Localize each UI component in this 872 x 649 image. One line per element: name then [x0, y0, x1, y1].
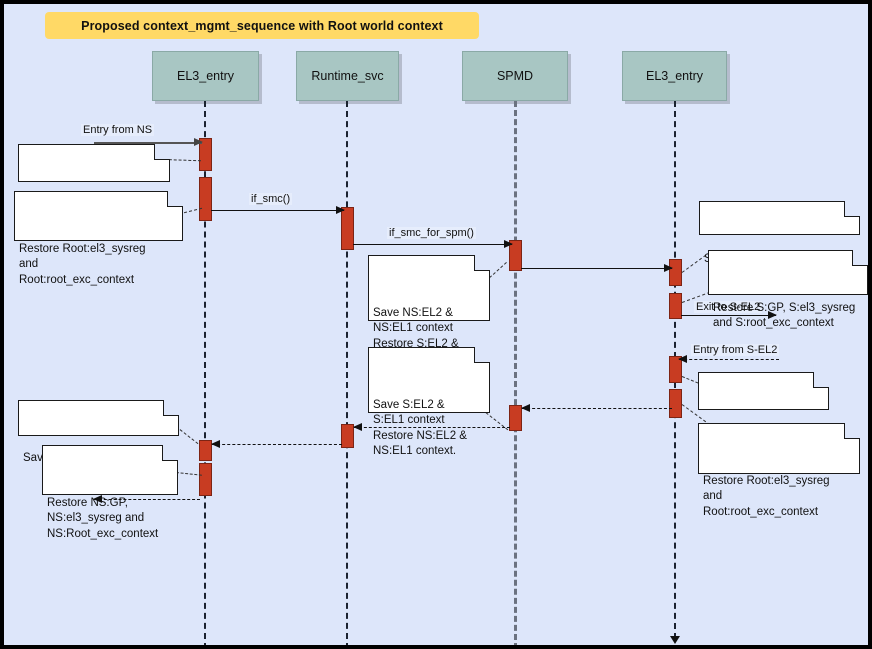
- message-line: [521, 268, 672, 269]
- note-restore-root-el3-sysreg-left: Restore Root:el3_sysreg and Root:root_ex…: [14, 191, 183, 286]
- message-line: [94, 142, 202, 144]
- activation-bar-runtime-svc-2: [341, 424, 354, 448]
- note-fold-cut: [475, 255, 490, 270]
- note-fold-cut: [845, 201, 860, 216]
- message-line: [94, 499, 200, 500]
- activation-bar-runtime-svc-1: [341, 207, 354, 250]
- message-line: [354, 427, 510, 428]
- note-fold-cut: [845, 423, 860, 438]
- note-save-s-gp: Save S:GP and S:root_exc_context: [698, 372, 829, 451]
- activation-bar-el3-left-4: [199, 463, 212, 496]
- note-text: Save S:EL2 & S:EL1 context Restore NS:EL…: [373, 398, 467, 458]
- message-label-entry-from-s-el2: Entry from S-EL2: [691, 344, 780, 356]
- activation-bar-el3-right-2: [669, 293, 682, 319]
- lifeline-header-label: Runtime_svc: [311, 69, 384, 83]
- note-fold-cut: [168, 191, 183, 206]
- activation-bar-el3-left-3: [199, 440, 212, 461]
- note-fold-cut: [155, 144, 170, 159]
- arrowhead-left-icon: [353, 422, 362, 431]
- activation-bar-el3-left-2: [199, 177, 212, 221]
- message-label-if-smc: if_smc(): [249, 193, 293, 205]
- note-restore-root-el3-sysreg-right: Restore Root:el3_sysreg and Root:root_ex…: [698, 423, 860, 518]
- note-fold-cut: [164, 400, 179, 415]
- activation-bar-spmd-2: [509, 405, 522, 431]
- arrowhead-right-icon: [336, 205, 345, 214]
- lifeline-header-label: EL3_entry: [177, 69, 234, 83]
- activation-bar-el3-right-3: [669, 356, 682, 383]
- note-text: Restore NS:GP, NS:el3_sysreg and NS:Root…: [47, 496, 159, 540]
- lifeline-el3-entry-left: [204, 101, 206, 645]
- diagram-title-banner: Proposed context_mgmt_sequence with Root…: [45, 12, 479, 39]
- message-line: [353, 244, 512, 245]
- note-save-ns-gp: Save NS:GP and NS:Root_exc_context: [18, 144, 170, 223]
- message-label-if-smc-for-spm: if_smc_for_spm(): [387, 227, 476, 239]
- message-label-exit-to-s-el2: Exit to S-EL2: [694, 301, 763, 313]
- note-fold-cut: [163, 445, 178, 460]
- arrowhead-right-icon: [504, 239, 513, 248]
- arrowhead-right-icon: [768, 310, 777, 319]
- note-text: Restore S:GP, S:el3_sysreg and S:root_ex…: [713, 301, 856, 330]
- note-save-s-el2-restore-ns-el2: Save S:EL2 & S:EL1 context Restore NS:EL…: [368, 347, 490, 457]
- lifeline-header-el3-entry-right[interactable]: EL3_entry: [622, 51, 727, 101]
- arrowhead-left-icon: [211, 439, 220, 448]
- message-line: [522, 408, 672, 409]
- arrowhead-left-icon: [521, 403, 530, 412]
- lifeline-header-el3-entry-left[interactable]: EL3_entry: [152, 51, 259, 101]
- message-line: [212, 444, 342, 445]
- note-text: Restore Root:el3_sysreg and Root:root_ex…: [703, 474, 830, 518]
- note-leader-n10: [175, 472, 202, 476]
- note-leader-n9: [175, 426, 199, 445]
- lifeline-header-label: SPMD: [496, 69, 534, 83]
- arrowhead-right-icon: [194, 137, 203, 146]
- lifeline-spmd: [514, 101, 517, 645]
- lifeline-header-label: EL3_entry: [646, 69, 703, 83]
- message-line: [681, 315, 776, 316]
- note-save-root-exc-context-right: Save Root:root_exc_context: [699, 201, 860, 265]
- arrowhead-right-icon: [664, 263, 673, 272]
- note-text: Restore Root:el3_sysreg and Root:root_ex…: [19, 242, 146, 286]
- note-fold-cut: [853, 250, 868, 265]
- message-line: [211, 210, 344, 211]
- arrowhead-left-icon: [678, 354, 687, 363]
- note-save-root-exc-context-left: Save Root:root_exc_context: [18, 400, 179, 464]
- activation-bar-el3-left-1: [199, 138, 212, 171]
- arrowhead-left-icon: [93, 494, 102, 503]
- note-restore-ns-gp: Restore NS:GP, NS:el3_sysreg and NS:Root…: [42, 445, 178, 540]
- message-line: [679, 359, 779, 360]
- note-save-ns-el2-restore-s-el2: Save NS:EL2 & NS:EL1 context Restore S:E…: [368, 255, 490, 365]
- diagram-title: Proposed context_mgmt_sequence with Root…: [81, 18, 443, 33]
- note-restore-s-gp: Restore S:GP, S:el3_sysreg and S:root_ex…: [708, 250, 868, 329]
- message-label-entry-from-ns: Entry from NS: [81, 124, 155, 136]
- note-fold-cut: [814, 372, 829, 387]
- activation-bar-spmd-1: [509, 240, 522, 271]
- lifeline-runtime-svc: [346, 101, 348, 645]
- lifeline-header-spmd[interactable]: SPMD: [462, 51, 568, 101]
- lifeline-terminator-arrow-icon: [670, 636, 680, 644]
- lifeline-header-runtime-svc[interactable]: Runtime_svc: [296, 51, 399, 101]
- activation-bar-el3-right-4: [669, 389, 682, 418]
- note-fold-cut: [475, 347, 490, 362]
